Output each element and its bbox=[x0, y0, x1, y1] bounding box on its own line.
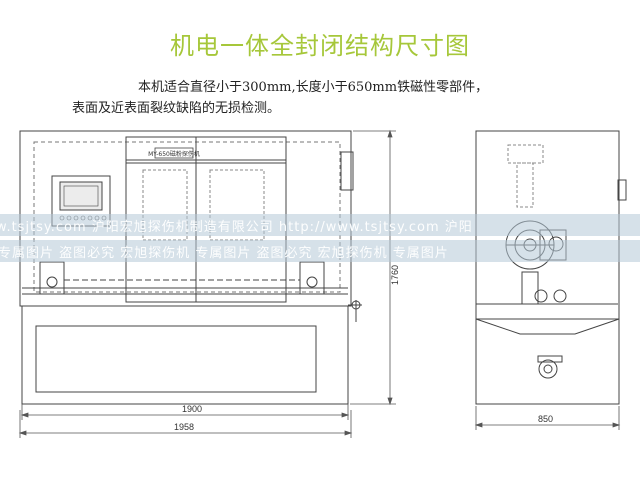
page-title: 机电一体全封闭结构尺寸图 bbox=[170, 32, 470, 60]
dim-1900 bbox=[20, 404, 350, 420]
description-line-2: 表面及近表面裂纹缺陷的无损检测。 bbox=[72, 101, 281, 116]
watermark-band-2 bbox=[0, 240, 640, 262]
front-base bbox=[21, 305, 349, 405]
side-funnel bbox=[475, 318, 620, 335]
control-screen bbox=[59, 181, 103, 211]
dim-1958-label: 1958 bbox=[174, 422, 194, 432]
clamp-head-left bbox=[39, 261, 65, 295]
dim-850 bbox=[474, 406, 621, 430]
description-line-1: 本机适合直径小于300mm,长度小于650mm铁磁性零部件， bbox=[138, 80, 489, 95]
dim-height-label: 1760 bbox=[390, 265, 400, 285]
handwheel-icon bbox=[348, 300, 362, 322]
front-label-text: MY-650磁粉探伤机 bbox=[148, 150, 200, 158]
dim-850-label: 850 bbox=[538, 414, 553, 424]
pump-icon bbox=[537, 355, 563, 379]
front-side-bump bbox=[340, 151, 354, 191]
front-base-panel bbox=[35, 325, 317, 393]
watermark-band-1 bbox=[0, 214, 640, 236]
clamp-head-right bbox=[299, 261, 325, 295]
dim-1958 bbox=[18, 410, 353, 438]
watermark-line-2: 专属图片 盗图必究 宏旭探伤机 专属图片 盗图必究 宏旭探伤机 专属图片 bbox=[0, 246, 449, 261]
front-view: MY-650磁粉探伤机 bbox=[18, 129, 400, 438]
dim-1900-label: 1900 bbox=[182, 404, 202, 414]
watermark-line-1: w.tsjtsy.com 沪阳宏旭探伤机制造有限公司 http://www.ts… bbox=[0, 220, 473, 235]
side-base bbox=[475, 318, 620, 405]
front-label-plate bbox=[154, 147, 194, 159]
dim-height bbox=[350, 129, 396, 406]
side-view: 850 bbox=[474, 130, 627, 430]
